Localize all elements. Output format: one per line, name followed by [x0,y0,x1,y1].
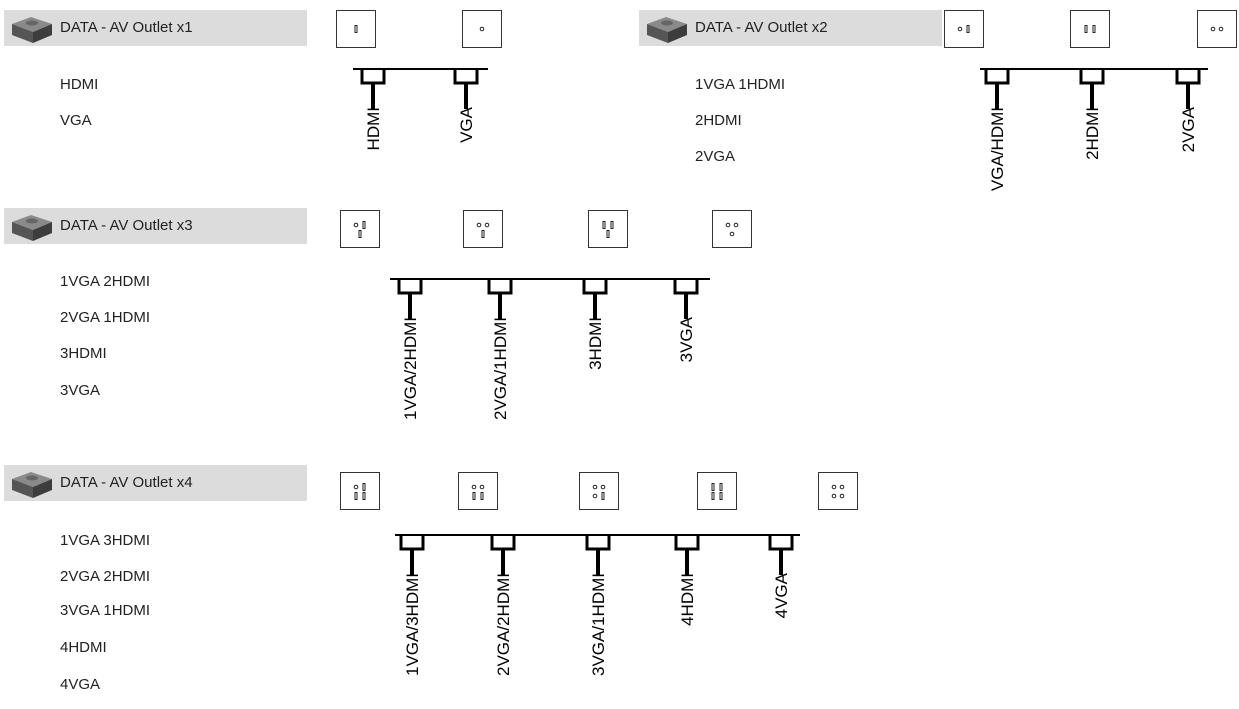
type-item[interactable]: VGA [60,112,92,129]
tag-symbol: 1VGA/3HDMI [399,535,425,676]
outlet-box-icon [12,472,52,498]
type-item[interactable]: 1VGA 3HDMI [60,532,151,549]
tag-diagram-x3: 1VGA/2HDMI 2VGA/1HDMI 3HDMI 3VGA [390,278,710,420]
outlet-face-icon [476,222,490,238]
tag-symbol: 3HDMI [582,279,608,370]
family-header-x2[interactable]: DATA - AV Outlet x2 [639,10,942,46]
tag-diagram-x2: VGA/HDMI 2HDMI 2VGA [980,68,1208,191]
family-title: DATA - AV Outlet x1 [60,19,193,36]
tag-label: 2VGA [1179,106,1198,152]
tag-symbol: 3VGA [673,279,699,362]
outlet-box-icon [12,17,52,43]
type-preview-tile[interactable] [463,210,503,248]
family-title: DATA - AV Outlet x3 [60,217,193,234]
type-preview-tile[interactable] [340,472,380,510]
tag-symbol: 2VGA/2HDMI [490,535,516,676]
type-item[interactable]: 2VGA [695,148,736,165]
type-preview-tile[interactable] [462,10,502,48]
tag-label: 3VGA/1HDMI [589,573,608,676]
tag-diagram-x4: 1VGA/3HDMI 2VGA/2HDMI 3VGA/1HDMI 4HDMI 4VGA [395,534,800,676]
outlet-face-icon [831,484,845,499]
outlet-box-icon [12,215,52,241]
tag-label: 3HDMI [586,317,605,370]
type-item[interactable]: 2VGA 2HDMI [60,568,151,585]
tag-diagram-x1: HDMI VGA [353,68,488,150]
tag-label: 1VGA/2HDMI [401,317,420,420]
tag-label: 1VGA/3HDMI [403,573,422,676]
type-item[interactable]: 2HDMI [695,112,742,129]
outlet-face-icon [711,483,723,500]
type-item[interactable]: 3HDMI [60,345,107,362]
outlet-face-icon [353,221,366,238]
type-item[interactable]: HDMI [60,76,99,93]
tag-label: 2HDMI [1083,107,1102,160]
outlet-face-icon [1210,26,1224,32]
outlet-face-icon [1084,25,1096,33]
outlet-face-icon [354,25,358,33]
tag-label: 4HDMI [678,573,697,626]
type-item[interactable]: 4VGA [60,676,101,693]
outlet-face-icon [479,26,485,32]
type-preview-tile[interactable] [458,472,498,510]
tag-label: 2VGA/1HDMI [491,317,510,420]
tag-symbol: 1VGA/2HDMI [397,279,423,420]
tag-symbol: 4HDMI [674,535,700,626]
outlet-face-icon [592,484,606,500]
type-preview-tile[interactable] [588,210,628,248]
type-preview-tile[interactable] [340,210,380,248]
family-header-x4[interactable]: DATA - AV Outlet x4 [4,465,307,501]
family-header-x3[interactable]: DATA - AV Outlet x3 [4,208,307,244]
tag-label: 3VGA [677,316,696,362]
tag-label: VGA [457,106,476,143]
outlet-face-icon [957,25,970,33]
type-preview-tile[interactable] [1070,10,1110,48]
tag-symbol: 2VGA [1175,69,1201,152]
type-item[interactable]: 3VGA [60,382,101,399]
tag-label: VGA/HDMI [988,107,1007,191]
type-preview-tile[interactable] [579,472,619,510]
tag-label: 4VGA [772,572,791,618]
outlet-face-icon [471,484,485,500]
type-item[interactable]: 2VGA 1HDMI [60,309,151,326]
outlet-face-icon [725,222,739,237]
tag-label: 2VGA/2HDMI [494,573,513,676]
tag-symbol: VGA [453,69,479,143]
tag-label: HDMI [364,107,383,150]
type-preview-tile[interactable] [336,10,376,48]
family-title: DATA - AV Outlet x4 [60,474,193,491]
type-item[interactable]: 3VGA 1HDMI [60,602,151,619]
family-header-x1[interactable]: DATA - AV Outlet x1 [4,10,307,46]
outlet-box-icon [647,17,687,43]
type-item[interactable]: 1VGA 1HDMI [695,76,786,93]
tag-symbol: 3VGA/1HDMI [585,535,611,676]
tag-symbol: 2VGA/1HDMI [487,279,513,420]
type-preview-tile[interactable] [1197,10,1237,48]
type-preview-tile[interactable] [697,472,737,510]
tag-symbol: 4VGA [768,535,794,618]
outlet-face-icon [602,221,614,238]
outlet-face-icon [353,483,366,500]
type-preview-tile[interactable] [712,210,752,248]
type-item[interactable]: 1VGA 2HDMI [60,273,151,290]
type-item[interactable]: 4HDMI [60,639,107,656]
family-title: DATA - AV Outlet x2 [695,19,828,36]
type-preview-tile[interactable] [818,472,858,510]
tag-symbol: 2HDMI [1079,69,1105,160]
type-preview-tile[interactable] [944,10,984,48]
tag-symbol: VGA/HDMI [984,69,1010,191]
tag-symbol: HDMI [360,69,386,150]
